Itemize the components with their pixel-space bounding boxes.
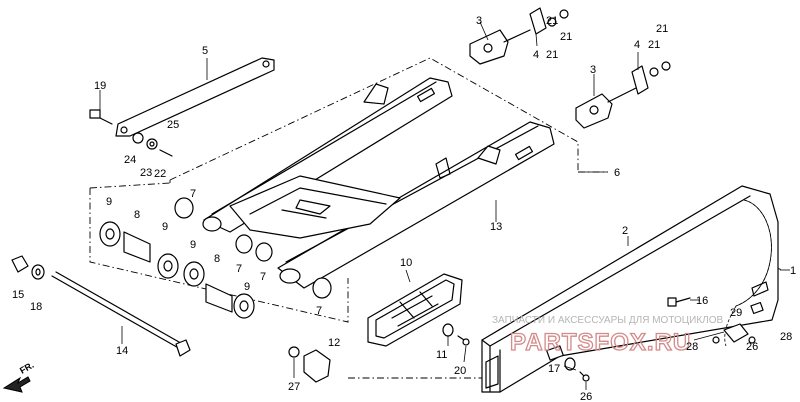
callout-6: 6	[614, 167, 620, 179]
callout-26-a: 26	[746, 341, 758, 353]
front-marker-label: FR.	[18, 360, 36, 376]
callout-14: 14	[116, 345, 128, 357]
callout-17: 17	[548, 363, 560, 375]
callout-29: 29	[730, 307, 742, 319]
callout-5: 5	[202, 45, 208, 57]
drive-chain-case	[481, 185, 779, 393]
callout-21-b: 21	[560, 31, 572, 43]
callout-12: 12	[328, 337, 340, 349]
callout-27: 27	[288, 381, 300, 393]
callout-4-lower: 4	[634, 39, 640, 51]
callout-28-b: 28	[686, 341, 698, 353]
callout-24: 24	[124, 154, 136, 166]
watermark: ЗАПЧАСТИ И АКСЕССУАРЫ ДЛЯ МОТОЦИКЛОВ PAR…	[492, 315, 724, 357]
callout-16: 16	[696, 295, 708, 307]
callout-9-a: 9	[106, 196, 112, 208]
drive-chain	[724, 199, 772, 347]
callout-9-c: 9	[190, 239, 196, 251]
callout-9-b: 9	[162, 221, 168, 233]
chain-adjuster-lower	[575, 61, 671, 129]
callout-25: 25	[167, 119, 179, 131]
callout-21-d: 21	[656, 23, 668, 35]
callout-7-b: 7	[236, 263, 242, 275]
pivot-bolt	[11, 255, 191, 357]
callout-21-c: 21	[546, 49, 558, 61]
callout-22: 22	[154, 168, 166, 180]
callout-8-a: 8	[134, 209, 140, 221]
rod-hardware	[132, 132, 173, 157]
swingarm	[202, 77, 555, 289]
callout-20: 20	[454, 365, 466, 377]
callout-11: 11	[436, 349, 447, 361]
watermark-caption: ЗАПЧАСТИ И АКСЕССУАРЫ ДЛЯ МОТОЦИКЛОВ	[492, 315, 724, 326]
callout-9-d: 9	[244, 281, 250, 293]
callout-10: 10	[400, 257, 412, 269]
callout-21-a: 21	[546, 15, 558, 27]
callout-26-b: 26	[580, 391, 592, 402]
watermark-brand: PARTSFOX.RU	[510, 329, 691, 356]
part-callouts: 5 19 25 24 23 22 3 21 21 4 21 21 4 21 3 …	[12, 15, 796, 402]
callout-21-e: 21	[648, 39, 660, 51]
small-fasteners	[288, 297, 756, 383]
callout-1: 1	[790, 265, 796, 277]
callout-13: 13	[490, 221, 502, 233]
pivot-bushings	[99, 197, 332, 319]
callout-3-lower: 3	[590, 64, 596, 76]
chain-slider	[367, 273, 463, 347]
callout-28-a: 28	[780, 331, 792, 343]
callout-7-c: 7	[260, 271, 266, 283]
leader-lines	[99, 21, 790, 390]
callout-8-b: 8	[214, 253, 220, 265]
callout-15: 15	[12, 289, 24, 301]
torque-rod	[89, 57, 275, 137]
callout-18: 18	[30, 301, 42, 313]
callout-2: 2	[622, 225, 628, 237]
callout-23: 23	[140, 167, 152, 179]
callout-19: 19	[94, 80, 106, 92]
chain-adjuster-upper	[469, 7, 569, 65]
front-direction-marker: FR.	[2, 360, 36, 393]
callout-7-a: 7	[190, 188, 196, 200]
callout-7-d: 7	[316, 305, 322, 317]
callout-3-upper: 3	[476, 15, 482, 27]
callout-4-upper: 4	[533, 49, 539, 61]
